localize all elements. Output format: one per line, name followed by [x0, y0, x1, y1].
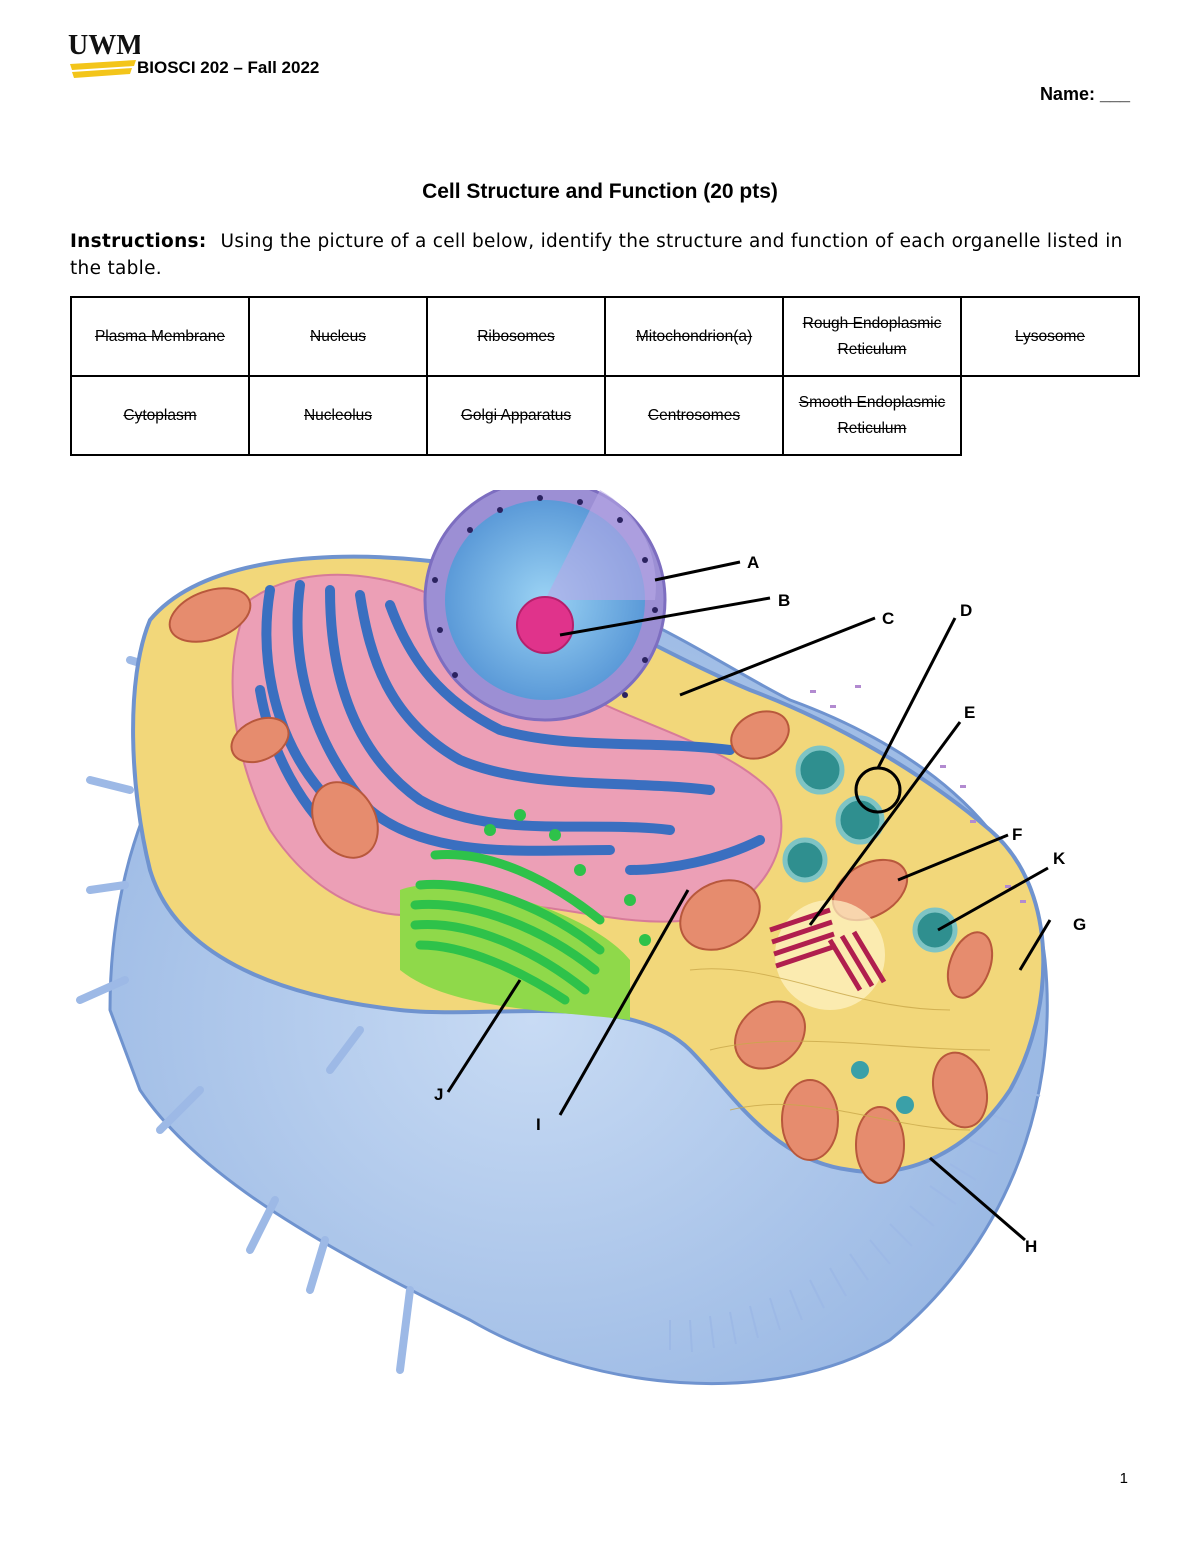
- table-cell: Golgi Apparatus: [426, 375, 606, 456]
- mitochondrion: [311, 781, 379, 859]
- cytoskeleton: [689, 968, 991, 1131]
- table-cell: Smooth Endoplasmic Reticulum: [782, 375, 962, 456]
- uwm-logo: UWM: [68, 30, 140, 78]
- cell-diagram: A B C D E F G H I J K: [76, 490, 1086, 1385]
- label-b: B: [778, 591, 790, 610]
- course-label: BIOSCI 202 – Fall 2022: [137, 58, 320, 77]
- table-cell: Mitochondrion(a): [604, 296, 784, 377]
- name-field-label: Name: ___: [1039, 84, 1130, 104]
- table-cell: Lysosome: [960, 296, 1140, 377]
- mitochondrion: [734, 1000, 806, 1070]
- table-row: Plasma Membrane Nucleus Ribosomes Mitoch…: [70, 296, 1140, 377]
- nuclear-pores: [432, 495, 658, 698]
- nucleus: [423, 490, 667, 722]
- nucleolus: [516, 596, 574, 654]
- mitochondria: [168, 587, 994, 1184]
- label-g: G: [1073, 915, 1086, 934]
- mitochondrion: [230, 716, 290, 764]
- uwm-logo-text: UWM: [68, 30, 140, 61]
- organelle-table: Plasma Membrane Nucleus Ribosomes Mitoch…: [70, 296, 1140, 456]
- membrane-fringe: [669, 1085, 1041, 1353]
- label-h: H: [1025, 1237, 1037, 1256]
- mitochondrion: [932, 1051, 988, 1129]
- mitochondrion: [679, 879, 761, 951]
- centrosome: [769, 900, 887, 1010]
- instructions: Instructions:Using the picture of a cell…: [70, 228, 1130, 282]
- label-k: K: [1053, 849, 1066, 868]
- table-cell: Plasma Membrane: [70, 296, 250, 377]
- table-row: Cytoplasm Nucleolus Golgi Apparatus Cent…: [70, 375, 1139, 456]
- secreted-particles: [810, 685, 1026, 903]
- leader-lines: [446, 560, 1052, 1242]
- table-cell: Nucleolus: [248, 375, 428, 456]
- table-cell: Ribosomes: [426, 296, 606, 377]
- mitochondrion: [855, 1106, 905, 1184]
- table-cell-empty: [961, 376, 1139, 455]
- label-d: D: [960, 601, 972, 620]
- table-cell: Nucleus: [248, 296, 428, 377]
- page-title: Cell Structure and Function (20 pts): [422, 180, 778, 203]
- mitochondrion: [946, 931, 994, 999]
- table-cell: Cytoplasm: [70, 375, 250, 456]
- page-number: 1: [1119, 1470, 1128, 1487]
- label-a: A: [747, 553, 759, 572]
- mitochondrion: [730, 710, 790, 760]
- lysosomes: [782, 745, 958, 1114]
- label-f: F: [1012, 825, 1022, 844]
- table-cell: Centrosomes: [604, 375, 784, 456]
- instructions-text: Using the picture of a cell below, ident…: [70, 231, 1123, 279]
- label-c: C: [882, 609, 894, 628]
- label-e: E: [964, 703, 975, 722]
- mitochondrion: [781, 1079, 839, 1161]
- table-cell: Rough Endoplasmic Reticulum: [782, 296, 962, 377]
- label-i: I: [536, 1115, 541, 1134]
- golgi-apparatus: [400, 809, 651, 1020]
- mitochondrion: [168, 587, 252, 643]
- instructions-lead: Instructions:: [70, 231, 207, 252]
- label-j: J: [434, 1085, 443, 1104]
